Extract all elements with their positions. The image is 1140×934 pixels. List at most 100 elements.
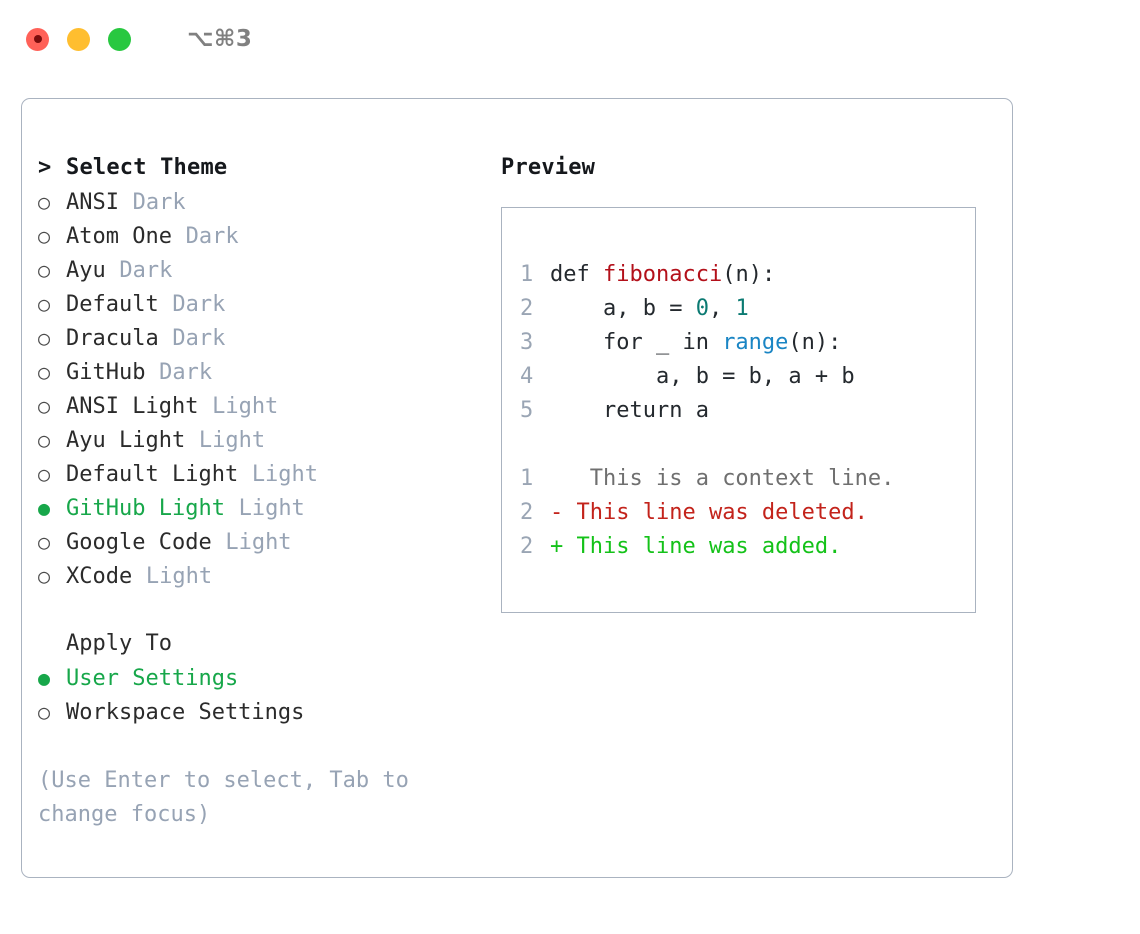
theme-name-label: Default <box>66 292 159 317</box>
theme-variant-label: Light <box>225 530 292 555</box>
diff-marker: - <box>550 500 564 525</box>
theme-variant-label: Dark <box>119 258 173 283</box>
diff-text: This line was deleted. <box>563 500 868 525</box>
diff-text: This is a context line. <box>563 466 895 491</box>
diff-line-number: 2 <box>520 500 534 525</box>
code-token: range <box>722 330 789 355</box>
apply-to-heading: Apply To <box>38 627 498 661</box>
apply-to-heading-label: Apply To <box>66 631 172 656</box>
diff-marker <box>550 462 563 496</box>
radio-unselected-icon[interactable]: ○ <box>38 190 51 214</box>
code-diff-spacer <box>520 428 975 462</box>
code-token: a, b = b, a + b <box>550 364 855 389</box>
code-token: (n): <box>722 262 776 287</box>
diff-marker: + <box>550 534 564 559</box>
code-line: 4 a, b = b, a + b <box>520 360 975 394</box>
theme-list-item[interactable]: ○ Google Code Light <box>38 525 498 559</box>
theme-name-label: XCode <box>66 564 133 589</box>
keyboard-shortcut-label: ⌥⌘3 <box>187 26 253 52</box>
diff-line: 1 This is a context line. <box>520 462 975 496</box>
theme-list-item[interactable]: ○ Ayu Dark <box>38 253 498 287</box>
theme-variant-label: Dark <box>159 360 213 385</box>
code-token: , <box>708 296 736 321</box>
code-token: 1 <box>735 296 749 321</box>
theme-list-item[interactable]: ● GitHub Light Light <box>38 491 498 525</box>
radio-unselected-icon[interactable]: ○ <box>38 360 51 384</box>
apply-to-list: ● User Settings ○ Workspace Settings <box>38 661 498 729</box>
theme-list-item[interactable]: ○ Default Light Light <box>38 457 498 491</box>
code-token: (n): <box>788 330 842 355</box>
theme-list-item[interactable]: ○ Dracula Dark <box>38 321 498 355</box>
apply-to-list-item[interactable]: ● User Settings <box>38 661 498 695</box>
radio-unselected-icon[interactable]: ○ <box>38 224 51 248</box>
line-number: 5 <box>520 398 534 423</box>
radio-unselected-icon[interactable]: ○ <box>38 258 51 282</box>
theme-variant-label: Dark <box>185 224 239 249</box>
radio-unselected-icon[interactable]: ○ <box>38 462 51 486</box>
close-button-icon[interactable] <box>26 27 49 51</box>
minimize-button-icon[interactable] <box>67 27 90 51</box>
diff-text: This line was added. <box>563 534 842 559</box>
apply-to-label: Workspace Settings <box>66 700 305 725</box>
theme-name-label: Dracula <box>66 326 159 351</box>
theme-variant-label: Light <box>251 462 319 487</box>
theme-name-label: GitHub Light <box>66 496 225 521</box>
title-bar: ⌥⌘3 <box>0 0 1140 78</box>
radio-unselected-icon[interactable]: ○ <box>38 394 51 418</box>
radio-selected-icon[interactable]: ● <box>38 496 51 520</box>
code-line: 1 def fibonacci(n): <box>520 258 975 292</box>
select-theme-heading-label: Select Theme <box>66 155 228 180</box>
theme-name-label: ANSI <box>66 190 119 215</box>
theme-variant-label: Dark <box>132 190 186 215</box>
preview-title: Preview <box>501 155 596 180</box>
radio-selected-icon[interactable]: ● <box>38 666 51 690</box>
apply-to-list-item[interactable]: ○ Workspace Settings <box>38 695 498 729</box>
theme-name-label: GitHub <box>66 360 146 385</box>
line-number: 4 <box>520 364 534 389</box>
radio-unselected-icon[interactable]: ○ <box>38 530 51 554</box>
code-token: def <box>550 262 603 287</box>
code-token: 0 <box>695 296 709 321</box>
theme-variant-label: Light <box>238 496 305 521</box>
theme-list-item[interactable]: ○ ANSI Dark <box>38 185 498 219</box>
line-number: 2 <box>520 296 534 321</box>
diff-line-number: 2 <box>520 534 534 559</box>
line-number: 3 <box>520 330 534 355</box>
code-token: a, b = <box>550 296 696 321</box>
code-line: 5 return a <box>520 394 975 428</box>
radio-unselected-icon[interactable]: ○ <box>38 326 51 350</box>
diff-line-number: 1 <box>520 466 534 491</box>
maximize-button-icon[interactable] <box>108 27 131 51</box>
apply-to-marker-placeholder <box>38 627 66 661</box>
select-theme-heading: > Select Theme <box>38 151 498 185</box>
apply-to-label: User Settings <box>66 666 239 691</box>
radio-unselected-icon[interactable]: ○ <box>38 564 51 588</box>
line-number: 1 <box>520 262 534 287</box>
theme-name-label: Google Code <box>66 530 212 555</box>
code-token: fibonacci <box>602 262 723 287</box>
window-controls <box>26 27 131 51</box>
code-token: return a <box>550 398 709 423</box>
theme-name-label: Ayu Light <box>66 428 186 453</box>
radio-unselected-icon[interactable]: ○ <box>38 428 51 452</box>
prompt-caret-icon: > <box>38 155 52 180</box>
radio-unselected-icon[interactable]: ○ <box>38 292 51 316</box>
radio-unselected-icon[interactable]: ○ <box>38 700 51 724</box>
theme-list-item[interactable]: ○ GitHub Dark <box>38 355 498 389</box>
theme-variant-label: Dark <box>172 326 226 351</box>
theme-name-label: Default Light <box>66 462 239 487</box>
theme-name-label: ANSI Light <box>66 394 199 419</box>
theme-name-label: Ayu <box>66 258 106 283</box>
